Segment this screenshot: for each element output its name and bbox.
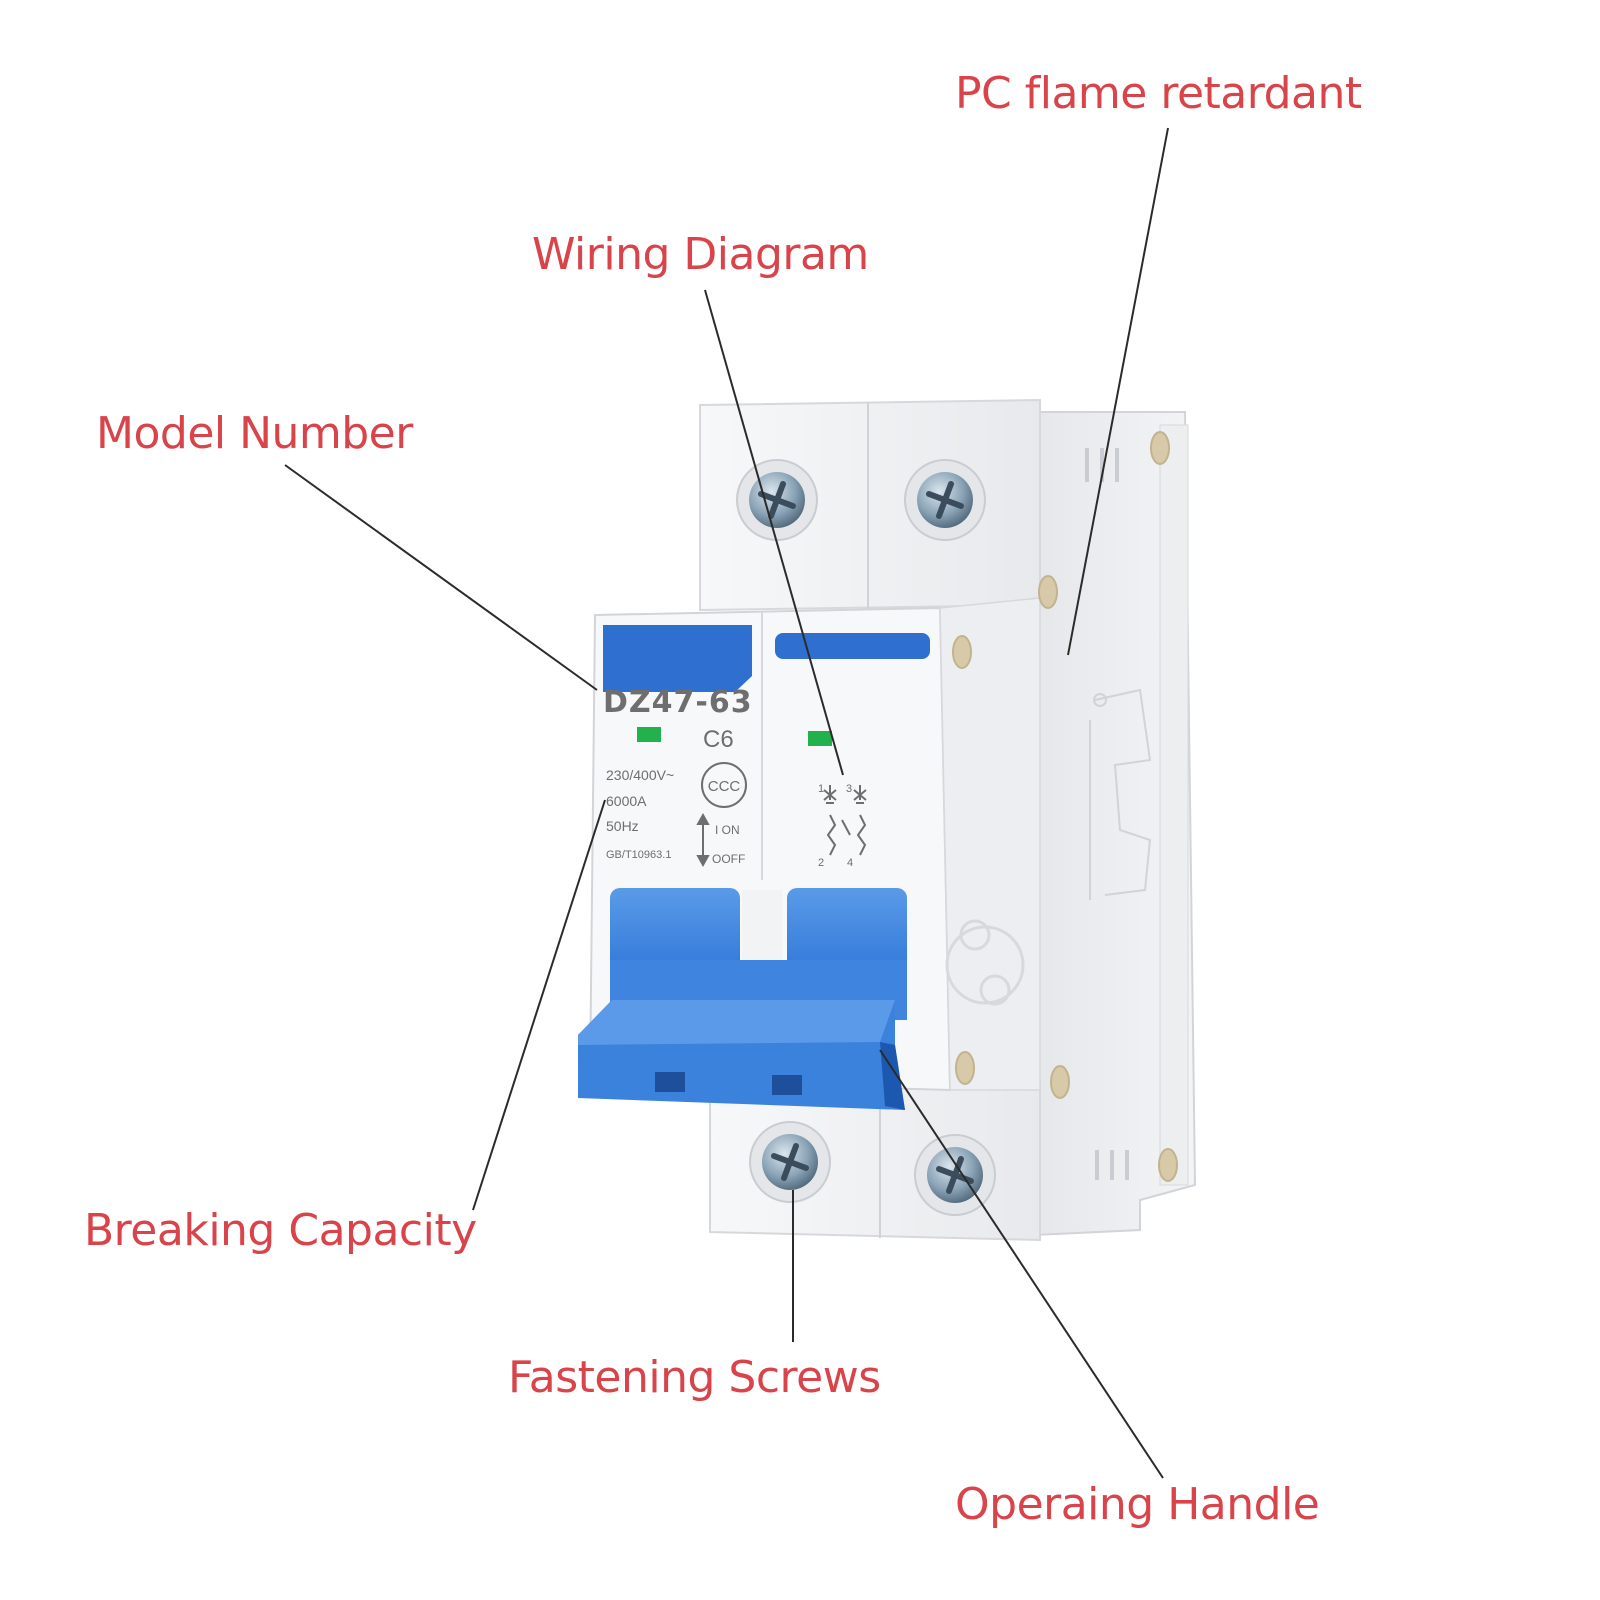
wiring-symbol-icon <box>823 785 867 856</box>
standard-print: GB/T10963.1 <box>606 849 671 861</box>
leader-handle <box>879 1049 1164 1479</box>
breaker-body <box>588 398 1197 1242</box>
callout-breaking-capacity: Breaking Capacity <box>84 1205 477 1256</box>
terminal-1: 1 <box>818 783 824 795</box>
blue-tab-left <box>603 625 752 692</box>
leader-wiring <box>704 289 844 776</box>
leader-breaking <box>472 799 606 1211</box>
callout-operating-handle: Operaing Handle <box>955 1479 1320 1530</box>
on-print: I ON <box>715 823 740 837</box>
terminal-screws <box>736 459 996 1216</box>
operating-handle <box>578 888 907 1110</box>
voltage-print: 230/400V~ <box>606 767 674 783</box>
leader-model <box>284 464 598 691</box>
callout-wiring-diagram: Wiring Diagram <box>532 229 869 280</box>
callout-pc-flame-retardant: PC flame retardant <box>955 68 1362 119</box>
front-label: DZ47-63 C6 230/400V~ 6000A 50Hz GB/T1096… <box>603 625 930 869</box>
on-off-arrow-icon <box>696 812 710 868</box>
callout-fastening-screws: Fastening Screws <box>508 1352 881 1403</box>
capacity-print: 6000A <box>606 793 647 809</box>
off-print: OOFF <box>712 852 745 866</box>
cert-mark: CCC <box>708 778 741 795</box>
callout-model-number: Model Number <box>96 408 413 459</box>
terminal-2: 2 <box>818 857 824 869</box>
frequency-print: 50Hz <box>606 818 639 834</box>
terminal-3: 3 <box>846 783 852 795</box>
ccc-mark-icon: CCC <box>701 762 747 808</box>
indicator-left <box>637 727 661 742</box>
terminal-4: 4 <box>847 857 853 869</box>
blue-tab-right <box>775 633 930 659</box>
indicator-right <box>808 731 832 746</box>
leader-pc-flame <box>1067 127 1169 656</box>
model-print: DZ47-63 <box>603 685 753 720</box>
leader-lines <box>284 127 1169 1479</box>
curve-print: C6 <box>703 726 734 753</box>
